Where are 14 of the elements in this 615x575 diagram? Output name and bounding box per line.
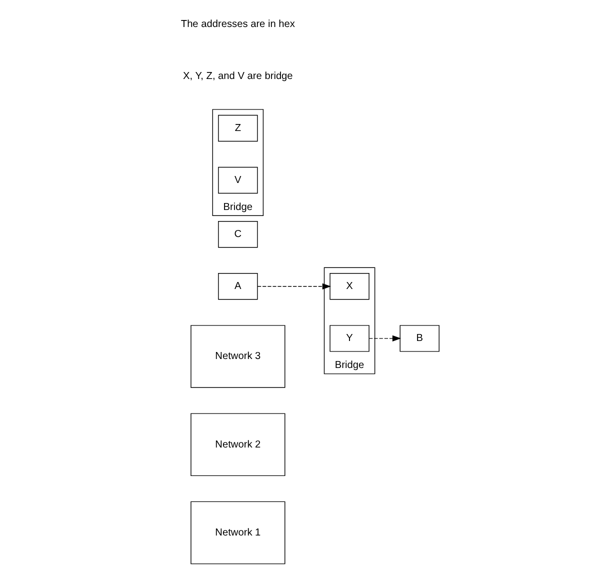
node-box: A bbox=[218, 273, 258, 300]
node-box: X bbox=[329, 273, 369, 300]
label: The addresses are in hex bbox=[180, 18, 294, 30]
node-box: Network 3 bbox=[190, 325, 285, 388]
node-box: Y bbox=[329, 325, 369, 352]
node-box: Z bbox=[218, 114, 258, 142]
arrow bbox=[368, 335, 401, 342]
node-box: V bbox=[218, 166, 258, 194]
label: X, Y, Z, and V are bridge bbox=[182, 70, 292, 82]
arrow bbox=[256, 283, 331, 290]
node-box: C bbox=[218, 221, 258, 248]
node-box: Network 1 bbox=[190, 501, 285, 564]
node-box: Network 2 bbox=[190, 413, 285, 476]
node-box: B bbox=[399, 325, 439, 352]
